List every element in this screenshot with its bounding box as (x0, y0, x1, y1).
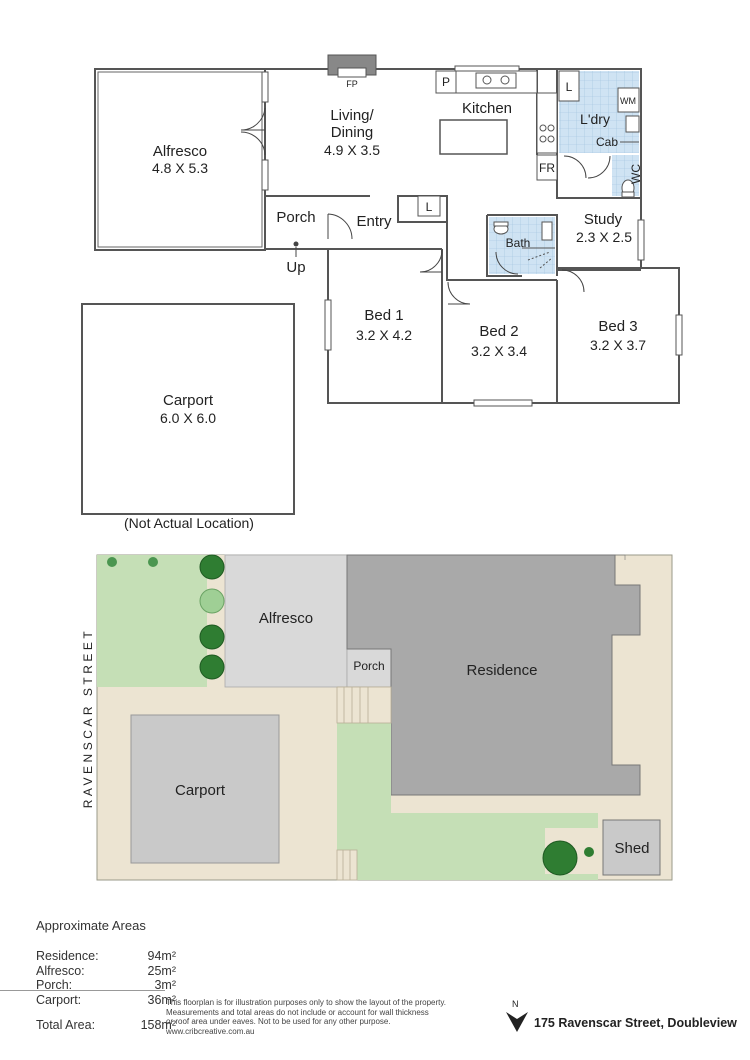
area-value: 3m² (154, 978, 176, 992)
washing-machine-label: WM (620, 96, 636, 106)
windows (261, 65, 683, 407)
site-residence (346, 554, 641, 796)
wc-fixtures: WC (621, 164, 643, 198)
front-steps (336, 686, 392, 881)
area-row-porch: Porch: 3m² (36, 978, 176, 993)
laundry-label: L'dry (580, 111, 610, 127)
disclaimer-url: www.cribcreative.com.au (166, 1026, 255, 1036)
front-lawn (97, 555, 207, 687)
porch-label: Porch (276, 209, 315, 226)
carport-dim: 6.0 X 6.0 (160, 410, 216, 426)
area-row-alfresco: Alfresco: 25m² (36, 964, 176, 979)
kitchen-fixtures: P FR (435, 70, 558, 181)
property-address: 175 Ravenscar Street, Doubleview (534, 1016, 737, 1030)
area-row-carport: Carport: 36m² (36, 993, 176, 1008)
area-label: Porch: (36, 978, 73, 992)
site-alfresco-label: Alfresco (259, 610, 313, 627)
disclaimer-line: This floorplan is for illustration purpo… (166, 998, 446, 1007)
street-label: RAVENSCAR STREET (81, 628, 95, 808)
site-residence-label: Residence (467, 662, 538, 679)
area-label: Total Area: (36, 1018, 96, 1032)
wc-label: WC (629, 164, 643, 184)
laundry-linen-label: L (566, 80, 573, 94)
back-lawn (337, 723, 598, 880)
bed2-label: Bed 2 (479, 323, 518, 340)
bath-fixtures: Bath (493, 221, 555, 269)
siteplan: Alfresco Porch Residence Carport Shed RA… (81, 554, 673, 881)
area-label: Carport: (36, 992, 82, 1007)
alfresco-room: Alfresco 4.8 X 5.3 (94, 68, 266, 251)
disclaimer: This floorplan is for illustration purpo… (166, 998, 506, 1036)
carport-label: Carport (163, 392, 214, 409)
north-label: N (512, 999, 519, 1009)
site-carport (130, 714, 280, 864)
site-carport-label: Carport (175, 782, 226, 799)
site-porch-label: Porch (353, 659, 384, 673)
living-label-2: Dining (331, 124, 374, 141)
disclaimer-line: or roof area under eaves. Not to be used… (166, 1017, 391, 1026)
site-alfresco (224, 554, 348, 688)
carport-room: Carport 6.0 X 6.0 (81, 303, 295, 515)
not-actual-location-label: (Not Actual Location) (124, 515, 254, 531)
entry-label: Entry (356, 213, 392, 230)
area-value: 25m² (147, 963, 176, 978)
kitchen-label: Kitchen (462, 100, 512, 117)
cabinet-label: Cab (596, 135, 618, 149)
alfresco-dim: 4.8 X 5.3 (152, 160, 208, 176)
approximate-areas: Approximate Areas Residence: 94m² Alfres… (36, 918, 176, 1033)
area-value: 94m² (147, 949, 176, 963)
site-shed-label: Shed (614, 840, 649, 857)
north-arrow-icon (506, 1012, 528, 1032)
bed3-label: Bed 3 (598, 318, 637, 335)
floorplan: Alfresco 4.8 X 5.3 (81, 54, 683, 531)
laundry-fixtures: L WM Cab L'dry (558, 70, 640, 149)
area-value: 36m² (147, 992, 176, 1007)
area-row-residence: Residence: 94m² (36, 949, 176, 964)
site-porch (346, 648, 392, 688)
entry-linen-label: L (426, 200, 433, 214)
alfresco-label: Alfresco (153, 143, 207, 160)
trees (107, 554, 594, 876)
disclaimer-line: Measurements and total areas do not incl… (166, 1007, 429, 1017)
pantry-label: P (442, 75, 450, 89)
living-dim: 4.9 X 3.5 (324, 142, 380, 158)
area-row-total: Total Area: 158m² (36, 1018, 176, 1033)
area-label: Residence: (36, 949, 99, 963)
living-label-1: Living/ (330, 107, 374, 124)
area-value: 158m² (140, 1018, 176, 1032)
study-label: Study (584, 211, 623, 228)
doors (240, 107, 611, 305)
fridge-label: FR (539, 161, 555, 175)
site-shed (602, 819, 661, 876)
bath-label: Bath (506, 236, 531, 250)
house-walls (264, 54, 680, 404)
fireplace-label: FP (346, 79, 358, 89)
bed1-label: Bed 1 (364, 307, 403, 324)
bed2-dim: 3.2 X 3.4 (471, 343, 527, 359)
area-divider (0, 990, 165, 991)
area-label: Alfresco: (36, 963, 85, 978)
up-label: Up (286, 259, 305, 276)
study-dim: 2.3 X 2.5 (576, 229, 632, 245)
bed3-dim: 3.2 X 3.7 (590, 337, 646, 353)
areas-heading: Approximate Areas (36, 918, 146, 933)
bed1-dim: 3.2 X 4.2 (356, 327, 412, 343)
